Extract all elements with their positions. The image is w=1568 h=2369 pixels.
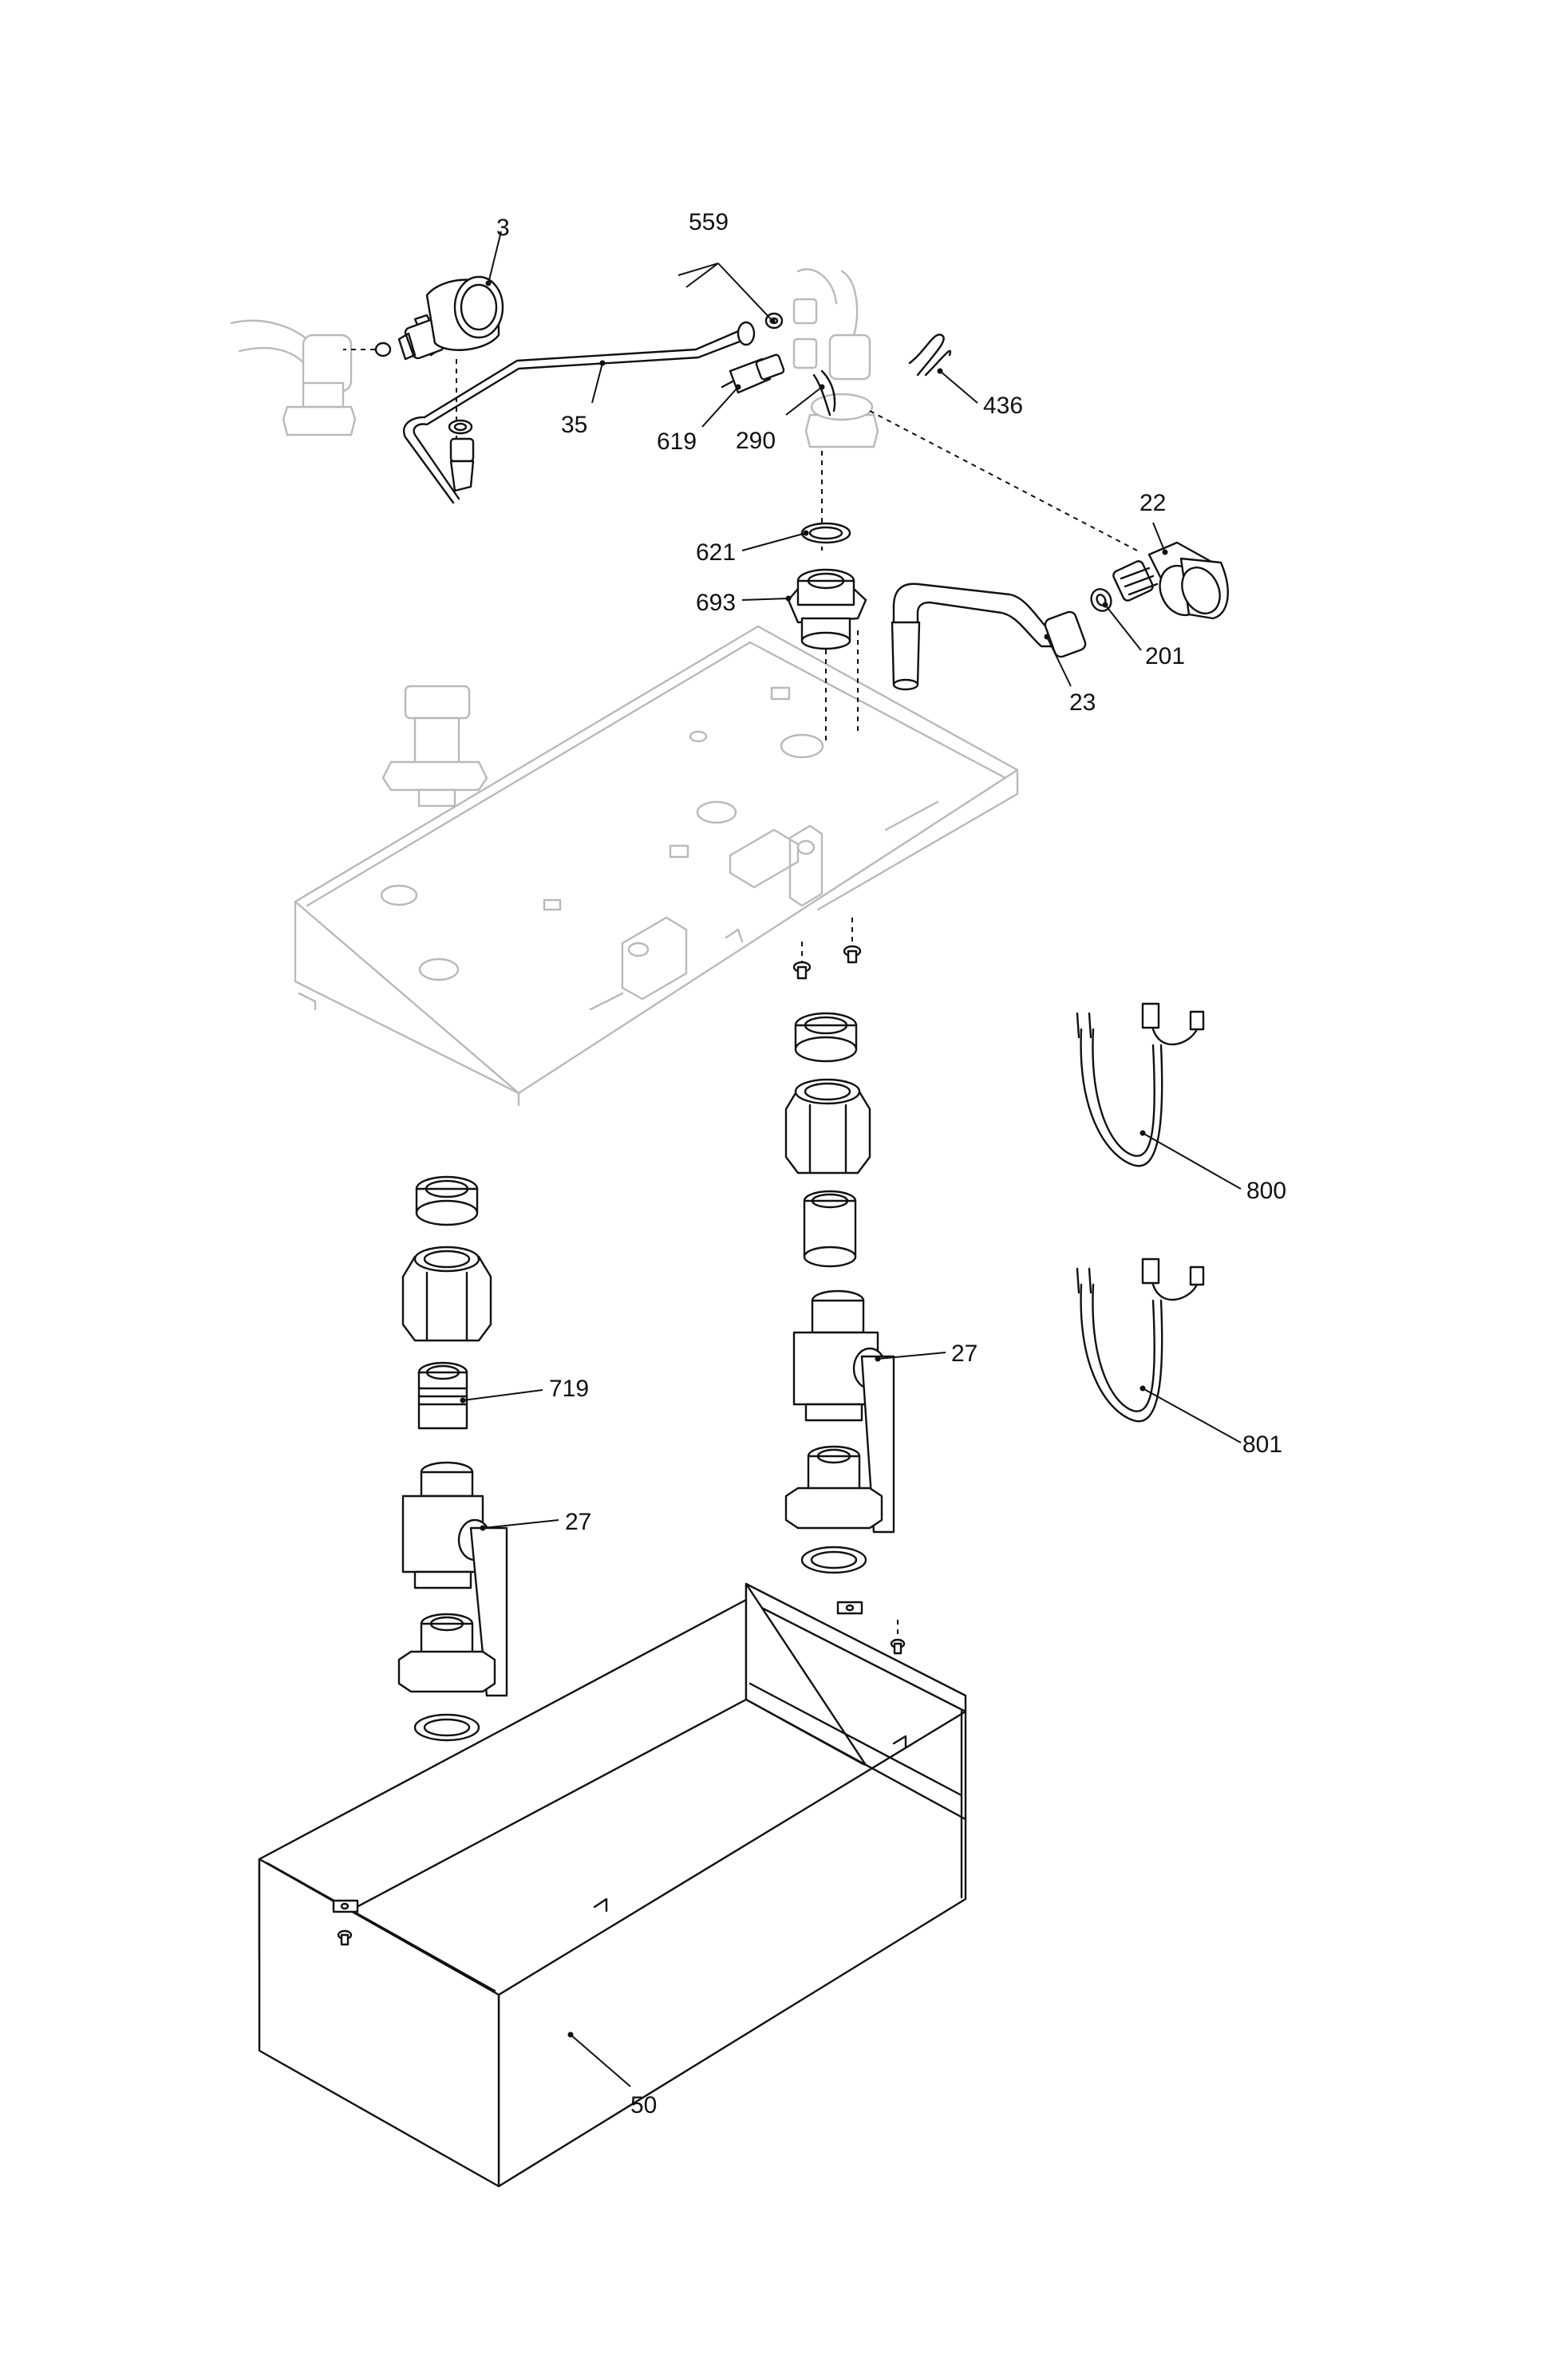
label-436: 436 — [983, 393, 1023, 419]
label-35: 35 — [561, 412, 587, 438]
part-labels: 3 559 35 619 290 436 22 621 693 201 23 8… — [496, 209, 1286, 2118]
right-column-ball-valve — [792, 1289, 895, 1534]
label-800: 800 — [1246, 1178, 1286, 1204]
part-35-tube — [403, 321, 756, 504]
part-22-valve — [1112, 541, 1229, 620]
inlet-pipe-ghost-left — [381, 685, 488, 807]
label-719: 719 — [549, 1376, 589, 1402]
left-column-nut-2 — [397, 1613, 496, 1693]
label-619: 619 — [657, 428, 697, 455]
label-22: 22 — [1139, 490, 1166, 516]
part-693-flange — [787, 568, 867, 650]
label-201: 201 — [1145, 643, 1185, 669]
label-559: 559 — [689, 209, 729, 235]
left-column-union — [401, 1246, 492, 1342]
part-801-harness — [1076, 1258, 1205, 1423]
label-27-right: 27 — [951, 1340, 978, 1367]
part-619-connector — [721, 353, 785, 394]
part-290-clip — [812, 369, 836, 417]
plate-screws — [792, 945, 862, 980]
left-column-nut-1 — [415, 1175, 479, 1226]
right-column-washer — [800, 1546, 867, 1574]
right-column-union — [784, 1078, 871, 1175]
part-201-washer — [1090, 588, 1112, 612]
part-3-sensor — [374, 275, 504, 435]
label-801: 801 — [1242, 1431, 1282, 1458]
leader-lines — [460, 231, 1242, 2087]
part-23-pipe — [891, 582, 1087, 691]
label-3: 3 — [496, 215, 510, 241]
top-pipework-ghost — [230, 268, 879, 448]
part-559-washer — [677, 263, 784, 330]
right-column-nut-3 — [784, 1445, 883, 1530]
label-621: 621 — [696, 539, 736, 566]
label-290: 290 — [736, 428, 776, 454]
part-719-nipple — [417, 1361, 468, 1430]
part-800-harness — [1076, 1002, 1205, 1167]
right-column-nut-2 — [803, 1190, 857, 1268]
part-50-cover — [258, 1582, 967, 2188]
label-693: 693 — [696, 590, 736, 616]
chassis-plate-ghost — [294, 625, 1019, 1107]
left-column-ball-valve — [401, 1461, 508, 1697]
part-436-clip — [908, 334, 952, 377]
left-column-washer — [413, 1713, 480, 1742]
label-23: 23 — [1069, 689, 1096, 716]
right-column-nut-1 — [794, 1012, 858, 1063]
part-621-o-ring — [800, 522, 851, 544]
label-27-left: 27 — [565, 1509, 591, 1535]
label-50: 50 — [630, 2092, 657, 2118]
